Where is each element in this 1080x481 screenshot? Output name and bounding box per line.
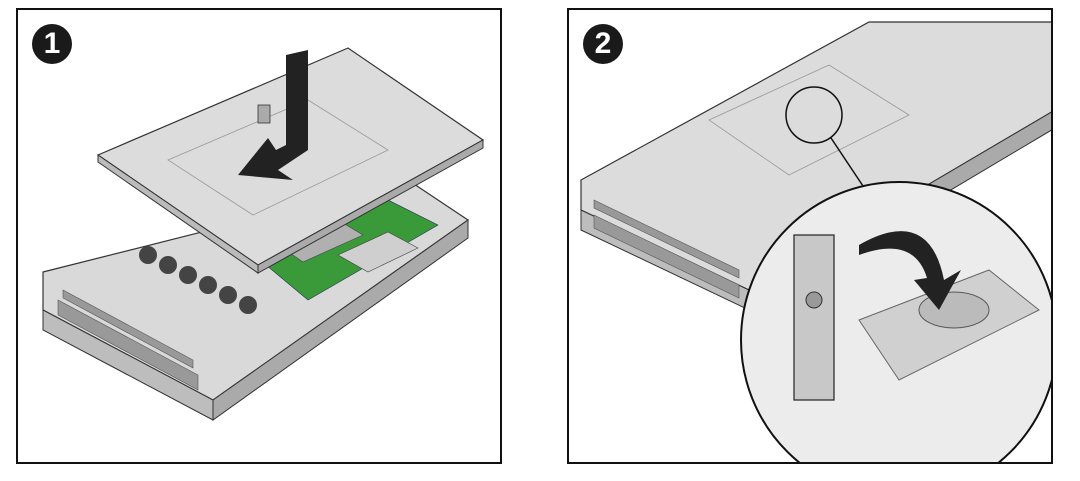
slide-arrow-icon [238,50,308,180]
latch-lever [793,234,835,401]
step-1-panel: 1 [16,8,502,464]
server-cover-latch-illustration [580,21,1051,462]
server-chassis-with-cover-illustration [42,47,485,421]
latch-callout-circle [785,86,843,144]
drive-bays [57,289,199,391]
latch-detail-magnified [740,181,1051,462]
rotate-arrow-icon [859,231,961,310]
fans [139,246,257,314]
motherboard [247,194,439,301]
step-number-badge: 1 [32,24,72,64]
step-number-badge: 2 [583,24,623,64]
step-2-panel: 2 [567,8,1053,464]
